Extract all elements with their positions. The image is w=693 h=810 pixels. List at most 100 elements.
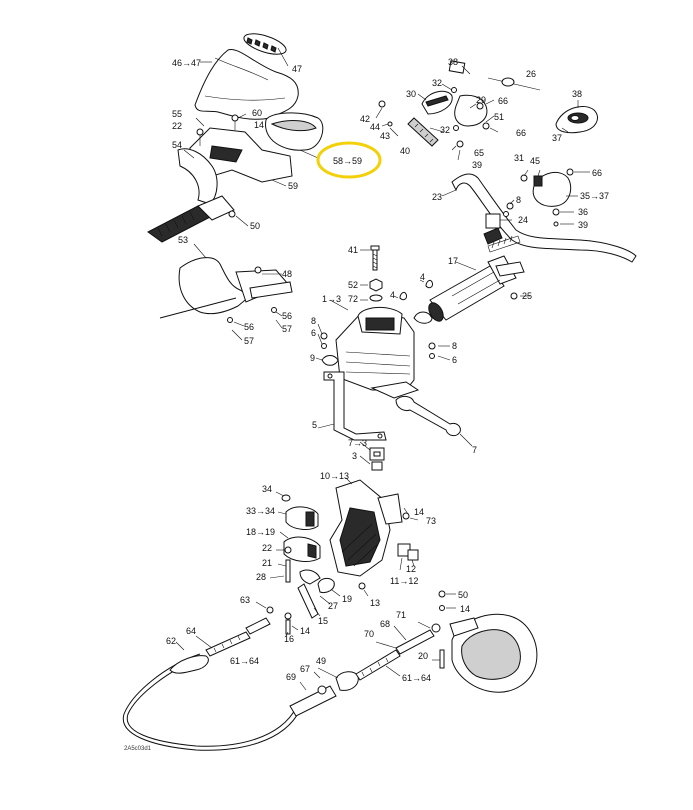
label-49: 49 bbox=[316, 656, 326, 666]
label-7: 7 bbox=[472, 445, 477, 455]
label-12: 12 bbox=[406, 564, 416, 574]
label-19: 19 bbox=[342, 594, 352, 604]
label-50: 50 bbox=[250, 221, 260, 231]
parts-7-3 bbox=[369, 447, 385, 471]
label-55: 55 bbox=[172, 109, 182, 119]
label-11-12: 11→12 bbox=[390, 576, 418, 586]
label-64: 64 bbox=[186, 626, 196, 636]
label-14-c: 14 bbox=[460, 604, 470, 614]
label-60: 60 bbox=[252, 108, 262, 118]
label-17: 17 bbox=[448, 256, 458, 266]
label-65: 65 bbox=[474, 148, 484, 158]
label-72: 72 bbox=[348, 294, 358, 304]
label-61-64-b: 61→64 bbox=[402, 673, 431, 683]
label-28: 28 bbox=[256, 572, 266, 582]
label-62: 62 bbox=[166, 636, 176, 646]
label-24: 24 bbox=[518, 215, 528, 225]
label-59: 59 bbox=[288, 181, 298, 191]
steering-stem-17 bbox=[413, 255, 525, 324]
label-54: 54 bbox=[172, 140, 182, 150]
label-69: 69 bbox=[286, 672, 296, 682]
label-44: 44 bbox=[370, 122, 380, 132]
label-13: 13 bbox=[370, 598, 380, 608]
label-6-b: 6 bbox=[452, 355, 457, 365]
part-labels: 46→47 47 55 22 60 14 54 58→59 59 50 53 4… bbox=[124, 57, 609, 752]
label-6: 6 bbox=[311, 328, 316, 338]
label-39-b: 39 bbox=[578, 220, 588, 230]
label-70: 70 bbox=[364, 629, 374, 639]
label-30: 30 bbox=[406, 89, 416, 99]
label-38: 38 bbox=[448, 57, 458, 67]
handlebar-23 bbox=[451, 173, 637, 263]
label-41: 41 bbox=[348, 245, 358, 255]
label-27: 27 bbox=[328, 601, 338, 611]
label-14: 14 bbox=[254, 120, 264, 130]
label-3: 3 bbox=[352, 451, 357, 461]
left-steering-cable bbox=[122, 606, 301, 751]
label-56: 56 bbox=[282, 311, 292, 321]
label-47: 47 bbox=[292, 64, 302, 74]
label-1-3: 1→3 bbox=[322, 294, 341, 304]
label-57-b: 57 bbox=[244, 336, 254, 346]
label-68: 68 bbox=[380, 619, 390, 629]
label-20: 20 bbox=[418, 651, 428, 661]
label-58-59: 58→59 bbox=[333, 156, 362, 166]
label-51: 51 bbox=[494, 112, 504, 122]
throttle-lever-parts bbox=[378, 60, 541, 148]
label-39: 39 bbox=[472, 160, 482, 170]
label-8: 8 bbox=[516, 195, 521, 205]
steering-column-housing bbox=[320, 307, 436, 399]
bolt-41-washers bbox=[369, 245, 433, 302]
link-rod-7 bbox=[395, 395, 461, 437]
label-23: 23 bbox=[432, 192, 442, 202]
label-57: 57 bbox=[282, 324, 292, 334]
label-66-c: 66 bbox=[592, 168, 602, 178]
label-16: 16 bbox=[284, 634, 294, 644]
label-4-b: 4 bbox=[390, 290, 395, 300]
left-grip bbox=[147, 195, 235, 243]
highlight-circle bbox=[316, 141, 382, 179]
label-56-b: 56 bbox=[244, 322, 254, 332]
label-37: 37 bbox=[552, 133, 562, 143]
label-7-3: 7→3 bbox=[348, 438, 367, 448]
label-32-b: 32 bbox=[440, 125, 450, 135]
label-22: 22 bbox=[172, 121, 182, 131]
label-14-b: 14 bbox=[414, 507, 424, 517]
label-40: 40 bbox=[400, 146, 410, 156]
label-61-64: 61→64 bbox=[230, 656, 259, 666]
label-22-b: 22 bbox=[262, 543, 272, 553]
label-52: 52 bbox=[348, 280, 358, 290]
label-43: 43 bbox=[380, 131, 390, 141]
label-46-47: 46→47 bbox=[172, 58, 201, 68]
handlebar-cover-46-47 bbox=[194, 33, 299, 120]
label-66-b: 66 bbox=[516, 128, 526, 138]
right-switch-38 bbox=[555, 106, 598, 134]
label-29: 29 bbox=[476, 95, 486, 105]
label-53: 53 bbox=[178, 235, 188, 245]
label-35-37: 35→37 bbox=[580, 191, 609, 201]
label-42: 42 bbox=[360, 114, 370, 124]
label-67: 67 bbox=[300, 664, 310, 674]
bracket-5 bbox=[323, 371, 387, 441]
label-38-b: 38 bbox=[572, 89, 582, 99]
left-lever-bracket bbox=[159, 257, 293, 323]
label-73: 73 bbox=[426, 516, 436, 526]
label-45: 45 bbox=[530, 156, 540, 166]
label-66: 66 bbox=[498, 96, 508, 106]
label-4: 4 bbox=[420, 272, 425, 282]
label-25: 25 bbox=[522, 291, 532, 301]
label-36: 36 bbox=[578, 207, 588, 217]
label-15: 15 bbox=[318, 616, 328, 626]
label-21: 21 bbox=[262, 558, 272, 568]
label-31: 31 bbox=[514, 153, 524, 163]
lower-control-assembly bbox=[329, 479, 419, 590]
label-18-19: 18→19 bbox=[246, 527, 275, 537]
label-26: 26 bbox=[526, 69, 536, 79]
right-steering-cable bbox=[289, 623, 441, 717]
right-trigger-35-37 bbox=[520, 168, 574, 227]
label-14-d: 14 bbox=[300, 626, 310, 636]
label-9: 9 bbox=[310, 353, 315, 363]
drawing-code: 2A5c03d1 bbox=[124, 746, 152, 752]
label-63: 63 bbox=[240, 595, 250, 605]
